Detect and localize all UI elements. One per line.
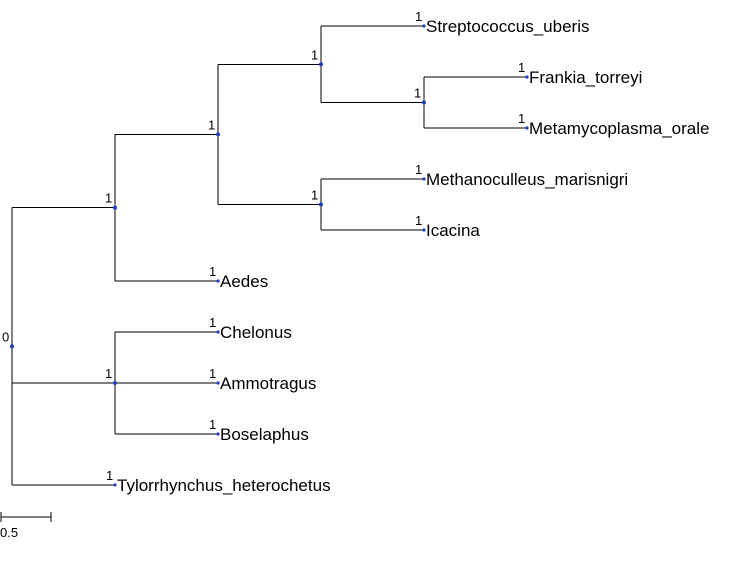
support-value: 1 (415, 213, 422, 228)
support-value: 1 (106, 468, 113, 483)
leaf-label-icacina: Icacina (426, 221, 480, 240)
leaf-node (525, 75, 529, 79)
support-value: 1 (209, 264, 216, 279)
leaf-label-frankia-torreyi: Frankia_torreyi (529, 68, 642, 87)
support-value: 1 (209, 366, 216, 381)
leaf-label-boselaphus: Boselaphus (220, 425, 309, 444)
internal-node (319, 62, 323, 67)
root-support-value: 0 (2, 329, 9, 344)
internal-node (113, 381, 117, 385)
support-value: 1 (311, 188, 318, 203)
support-value: 1 (414, 86, 421, 101)
support-value: 1 (208, 117, 215, 132)
root-node (10, 344, 14, 349)
internal-node (113, 205, 117, 210)
scale-bar-label: 0.5 (0, 525, 18, 540)
leaf-label-streptococcus-uberis: Streptococcus_uberis (426, 17, 589, 36)
internal-node (319, 202, 323, 207)
support-value: 1 (518, 111, 525, 126)
leaf-node (113, 483, 117, 487)
support-value: 1 (311, 47, 318, 62)
support-value: 1 (105, 366, 112, 381)
leaf-node (216, 279, 220, 283)
labels: 1Streptococcus_uberis1Frankia_torreyi1Me… (2, 9, 709, 495)
leaf-node (216, 432, 220, 436)
internal-node (422, 100, 426, 105)
branches (11, 25, 527, 486)
leaf-node (525, 126, 529, 130)
leaf-label-metamycoplasma-orale: Metamycoplasma_orale (529, 119, 709, 138)
leaf-label-methanoculleus-marisnigri: Methanoculleus_marisnigri (426, 170, 628, 189)
leaf-node (422, 24, 426, 28)
support-value: 1 (415, 9, 422, 24)
support-value: 1 (209, 417, 216, 432)
scale-bar: 0.5 (0, 512, 52, 540)
support-value: 1 (415, 162, 422, 177)
leaf-node (422, 228, 426, 232)
leaf-node (216, 330, 220, 334)
support-value: 1 (209, 315, 216, 330)
nodes (10, 24, 529, 487)
support-value: 1 (518, 60, 525, 75)
leaf-node (422, 177, 426, 181)
leaf-label-tylorrhynchus-heterochetus: Tylorrhynchus_heterochetus (117, 476, 331, 495)
leaf-label-ammotragus: Ammotragus (220, 374, 316, 393)
leaf-label-chelonus: Chelonus (220, 323, 292, 342)
internal-node (216, 132, 220, 137)
leaf-label-aedes: Aedes (220, 272, 268, 291)
leaf-node (216, 381, 220, 385)
support-value: 1 (105, 191, 112, 206)
